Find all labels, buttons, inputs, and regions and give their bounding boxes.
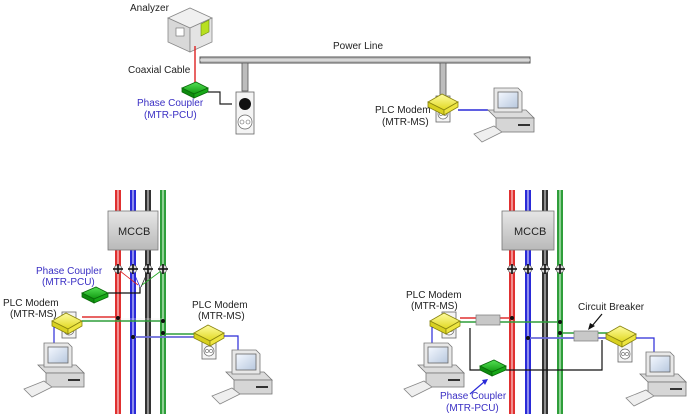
mccb-box [501, 210, 555, 251]
terminal-icon [522, 263, 534, 275]
bottom-right-scene: MCCB PLC Modem (MTR-MS) Circuit Breaker [403, 190, 687, 414]
plc-modem-right-model: (MTR-MS) [198, 311, 245, 322]
terminal-icon [142, 263, 154, 275]
phase-coupler-label: Phase Coupler [440, 391, 507, 402]
computer-icon [625, 351, 687, 407]
computer-icon [403, 342, 465, 398]
inline-filter [475, 314, 501, 326]
phase-coupler-label: Phase Coupler [137, 98, 204, 109]
terminal-icon [506, 263, 518, 275]
computer-icon [473, 87, 535, 143]
arrow-icon [591, 313, 603, 327]
plc-modem-model: (MTR-MS) [411, 301, 458, 312]
outlet-icon [235, 91, 255, 135]
analyzer-label: Analyzer [130, 3, 170, 14]
phase-coupler-model: (MTR-PCU) [446, 403, 499, 414]
analyzer-device [167, 7, 213, 53]
mccb-label: MCCB [118, 226, 150, 238]
plc-modem-icon [193, 324, 225, 347]
plc-modem-icon [427, 93, 459, 116]
top-scene: Analyzer Coaxial Cable Power Line Phase … [128, 3, 535, 143]
computer-icon [211, 349, 273, 405]
terminal-icon [127, 263, 139, 275]
phase-coupler-model: (MTR-PCU) [42, 277, 95, 288]
plc-modem-left-model: (MTR-MS) [10, 309, 57, 320]
phase-coupler-label: Phase Coupler [36, 266, 103, 277]
phase-coupler-icon [81, 286, 109, 304]
mccb-label: MCCB [514, 226, 546, 238]
plc-modem-label: PLC Modem [406, 290, 462, 301]
plc-modem-left-label: PLC Modem [3, 298, 59, 309]
terminal-icon [539, 263, 551, 275]
plc-modem-right-label: PLC Modem [192, 300, 248, 311]
circuit-breaker-icon [573, 330, 599, 342]
plc-modem-label: PLC Modem [375, 105, 431, 116]
phase-coupler-icon [181, 81, 209, 99]
plc-modem-model: (MTR-MS) [382, 117, 429, 128]
power-line-label: Power Line [333, 41, 383, 52]
phase-coupler-model: (MTR-PCU) [144, 110, 197, 121]
phase-coupler-icon [479, 359, 507, 377]
computer-icon [23, 342, 85, 398]
terminal-icon [554, 263, 566, 275]
bottom-left-scene: MCCB Phase Coupler (MTR-PCU) PLC Modem (… [3, 190, 273, 414]
circuit-breaker-label: Circuit Breaker [578, 302, 645, 313]
mccb-box [107, 210, 159, 251]
coaxial-cable-label: Coaxial Cable [128, 65, 191, 76]
